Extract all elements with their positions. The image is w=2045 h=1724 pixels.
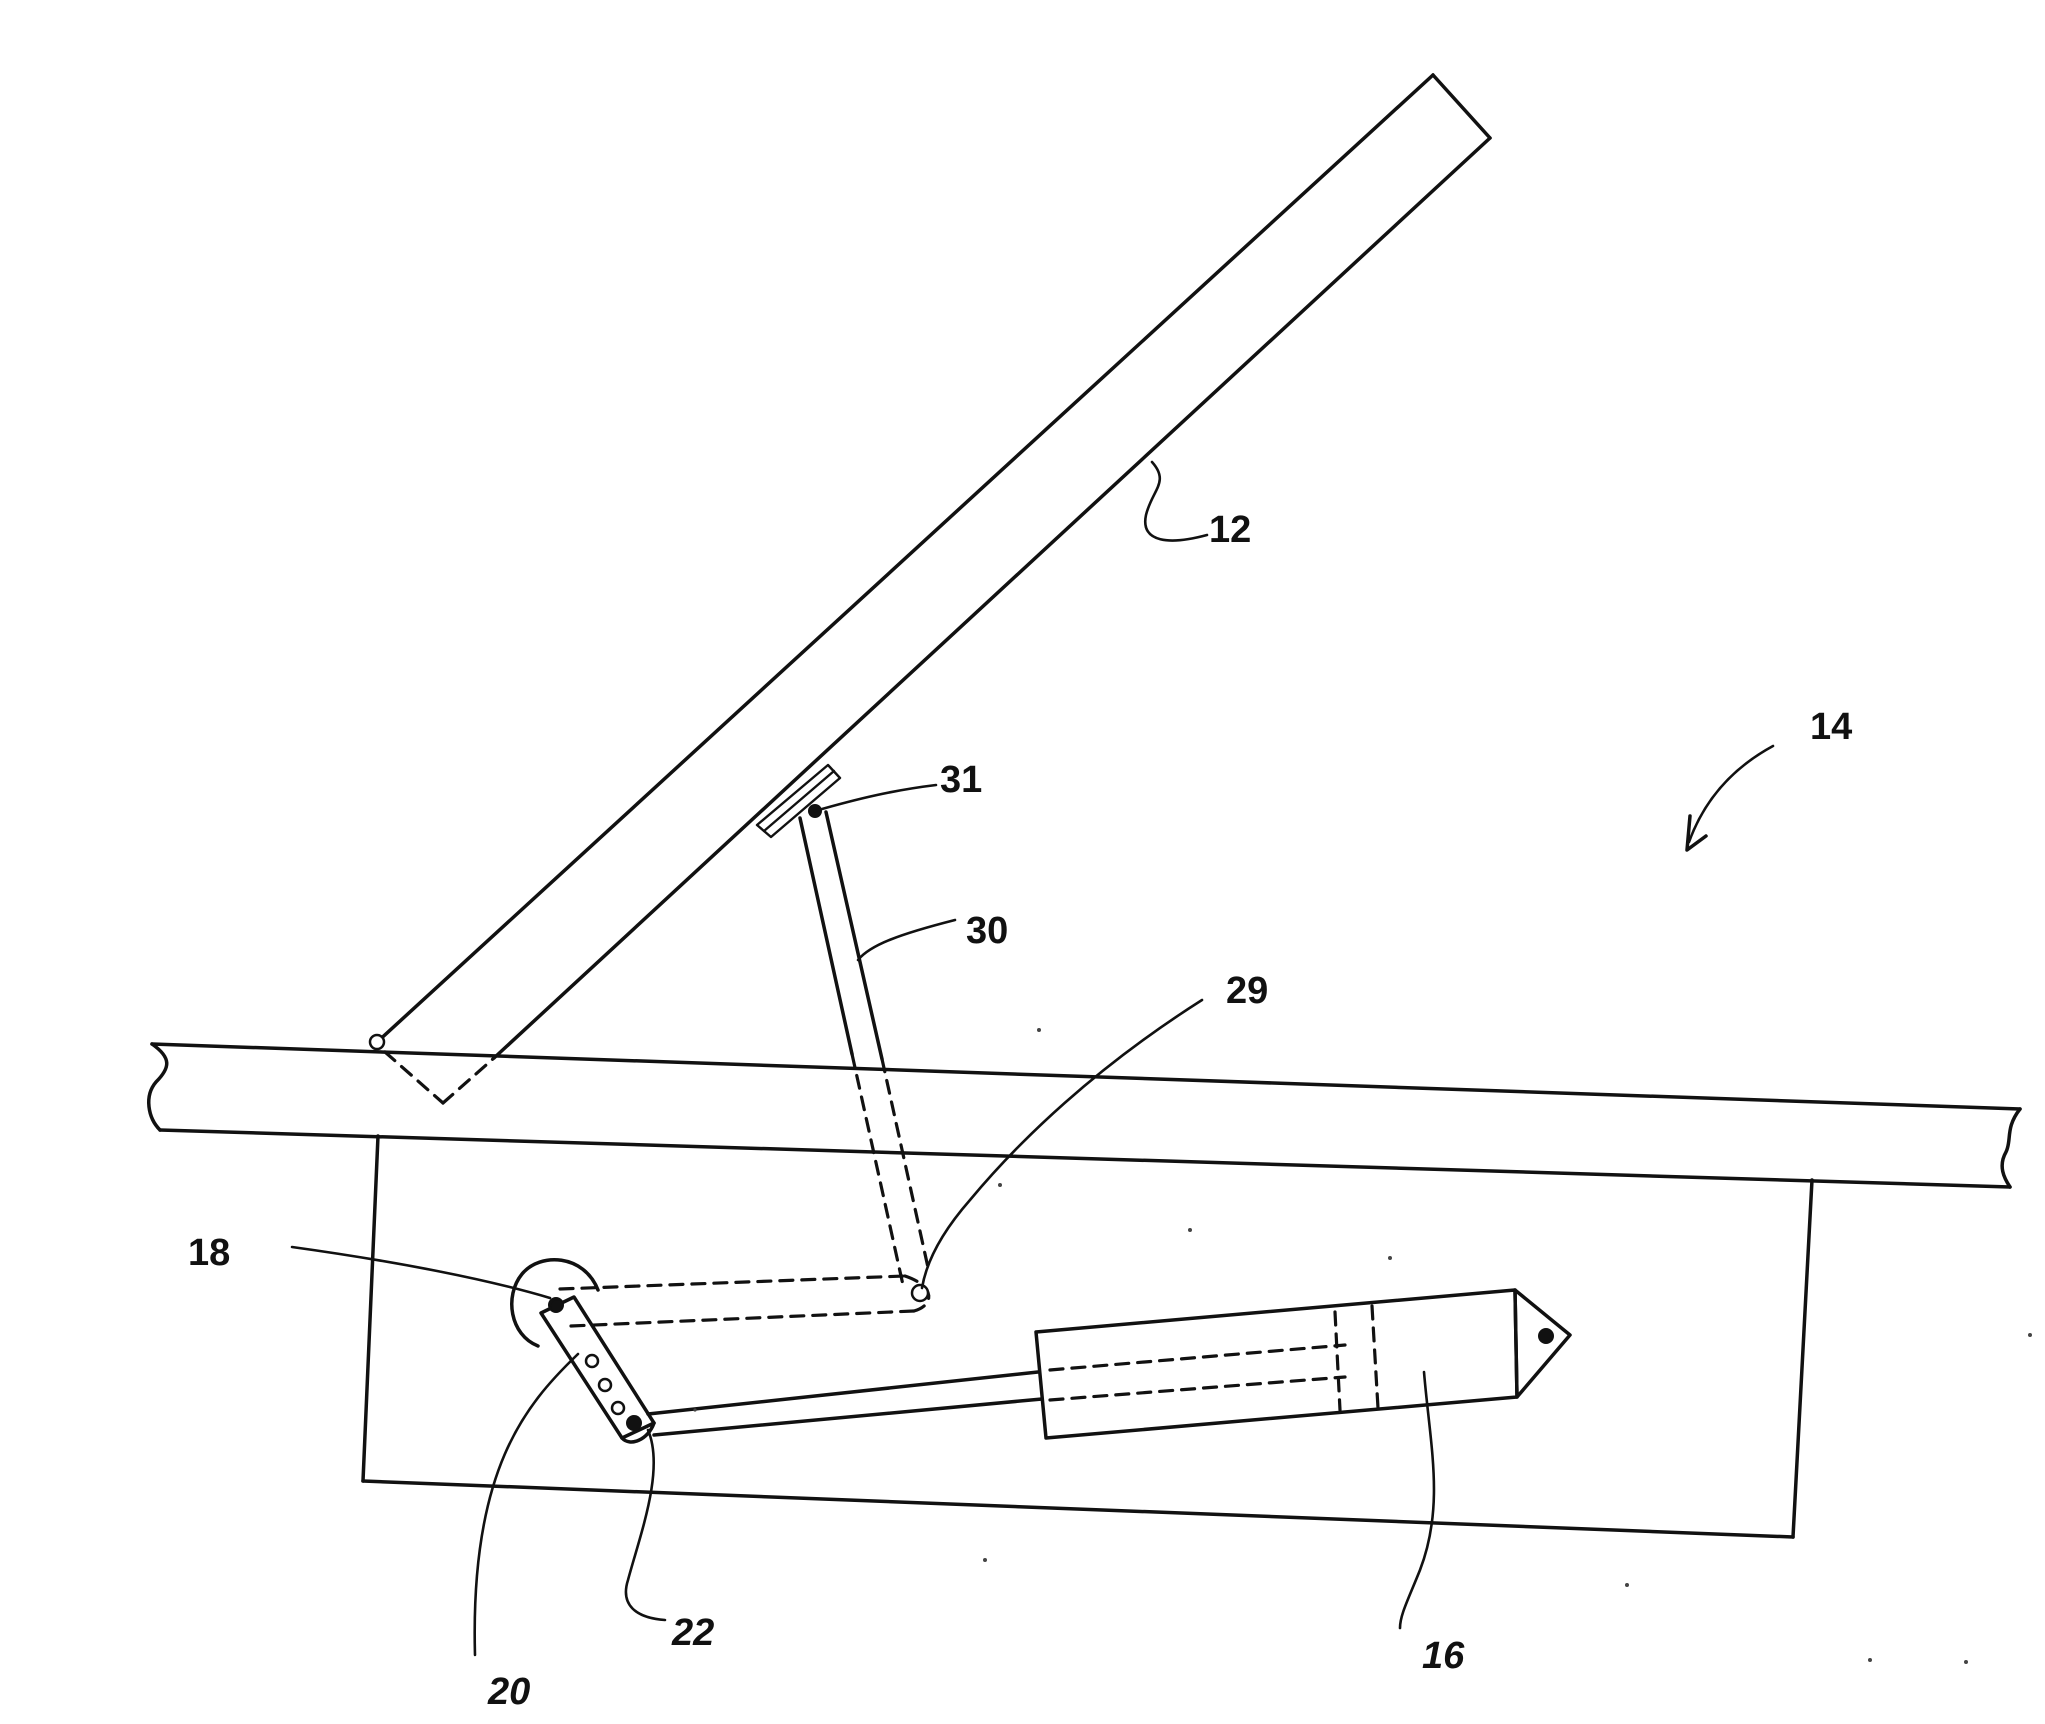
label-29: 29 xyxy=(1226,972,1268,1010)
label-16: 16 xyxy=(1422,1637,1464,1675)
piston-rod xyxy=(648,1372,1042,1435)
strut xyxy=(800,812,929,1285)
label-20: 20 xyxy=(488,1673,530,1711)
scan-specks xyxy=(693,1028,2032,1664)
housing xyxy=(363,1136,1812,1537)
actuator-cylinder xyxy=(1036,1290,1570,1438)
label-31: 31 xyxy=(940,761,982,799)
label-22: 22 xyxy=(672,1614,714,1652)
assembly-arrow xyxy=(1687,746,1773,850)
inclined-panel xyxy=(370,75,1490,1058)
label-18: 18 xyxy=(188,1234,230,1272)
crank-arm xyxy=(541,1297,654,1442)
label-30: 30 xyxy=(966,912,1008,950)
label-12: 12 xyxy=(1209,511,1251,549)
panel-hidden-end xyxy=(385,1052,494,1103)
leader-lines xyxy=(292,462,1434,1655)
label-14: 14 xyxy=(1810,708,1852,746)
hidden-link xyxy=(560,1276,929,1326)
horizontal-beam xyxy=(149,1044,2020,1187)
